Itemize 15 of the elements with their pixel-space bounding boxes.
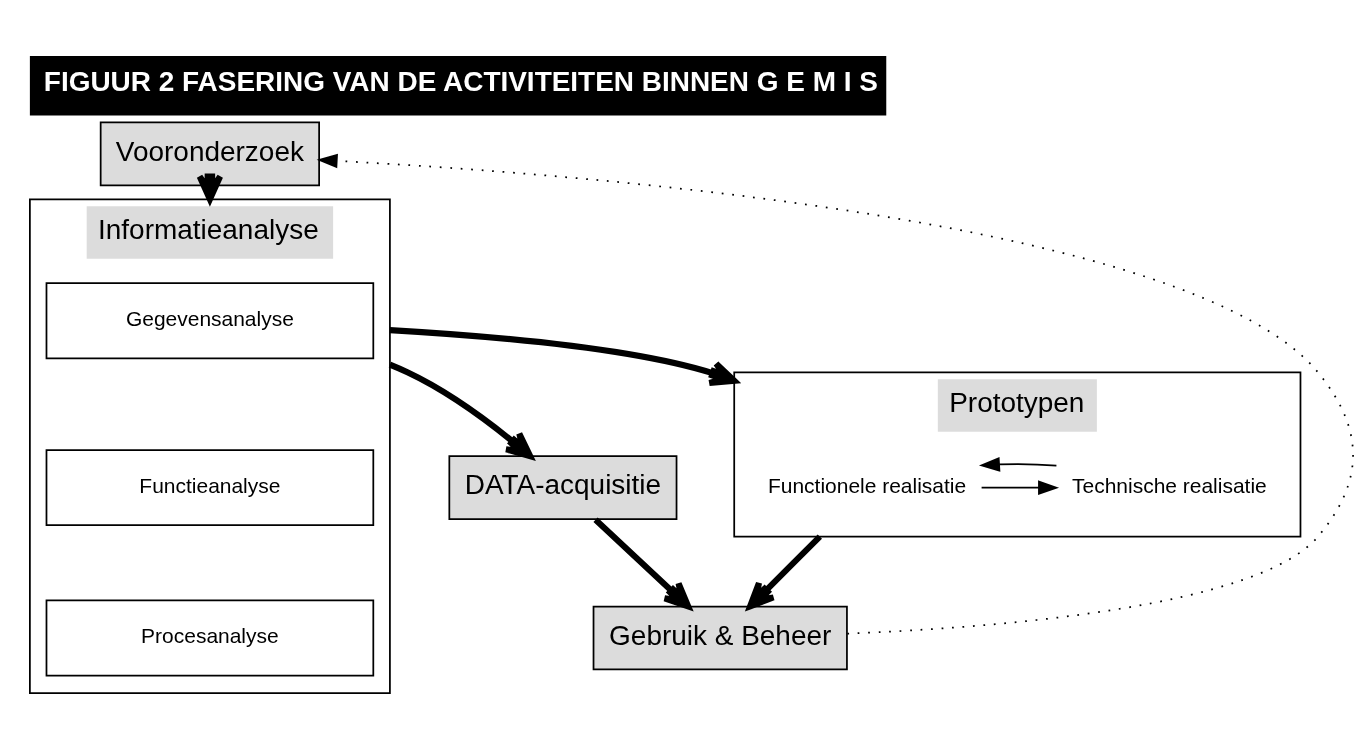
arrow (316, 153, 1354, 635)
node-box: Functieanalyse (45, 449, 375, 527)
diagram-title: FIGUUR 2 FASERING VAN DE ACTIVITEITEN BINNEN G E M I S (43, 65, 878, 97)
arrow (978, 457, 1058, 472)
node-box: Gegevensanalyse (45, 282, 375, 360)
node-box: DATA-acquisitie (448, 455, 678, 520)
node-box: Procesanalyse (45, 599, 375, 677)
arrow (389, 327, 738, 386)
arrow (388, 361, 534, 460)
node-box: Gebruik & Beheer (592, 605, 848, 671)
arrow (593, 517, 692, 610)
arrow (747, 534, 822, 610)
arrow (980, 480, 1060, 496)
node-text: Functionele realisatie (767, 474, 967, 498)
node-text: Technische realisatie (1072, 474, 1267, 498)
